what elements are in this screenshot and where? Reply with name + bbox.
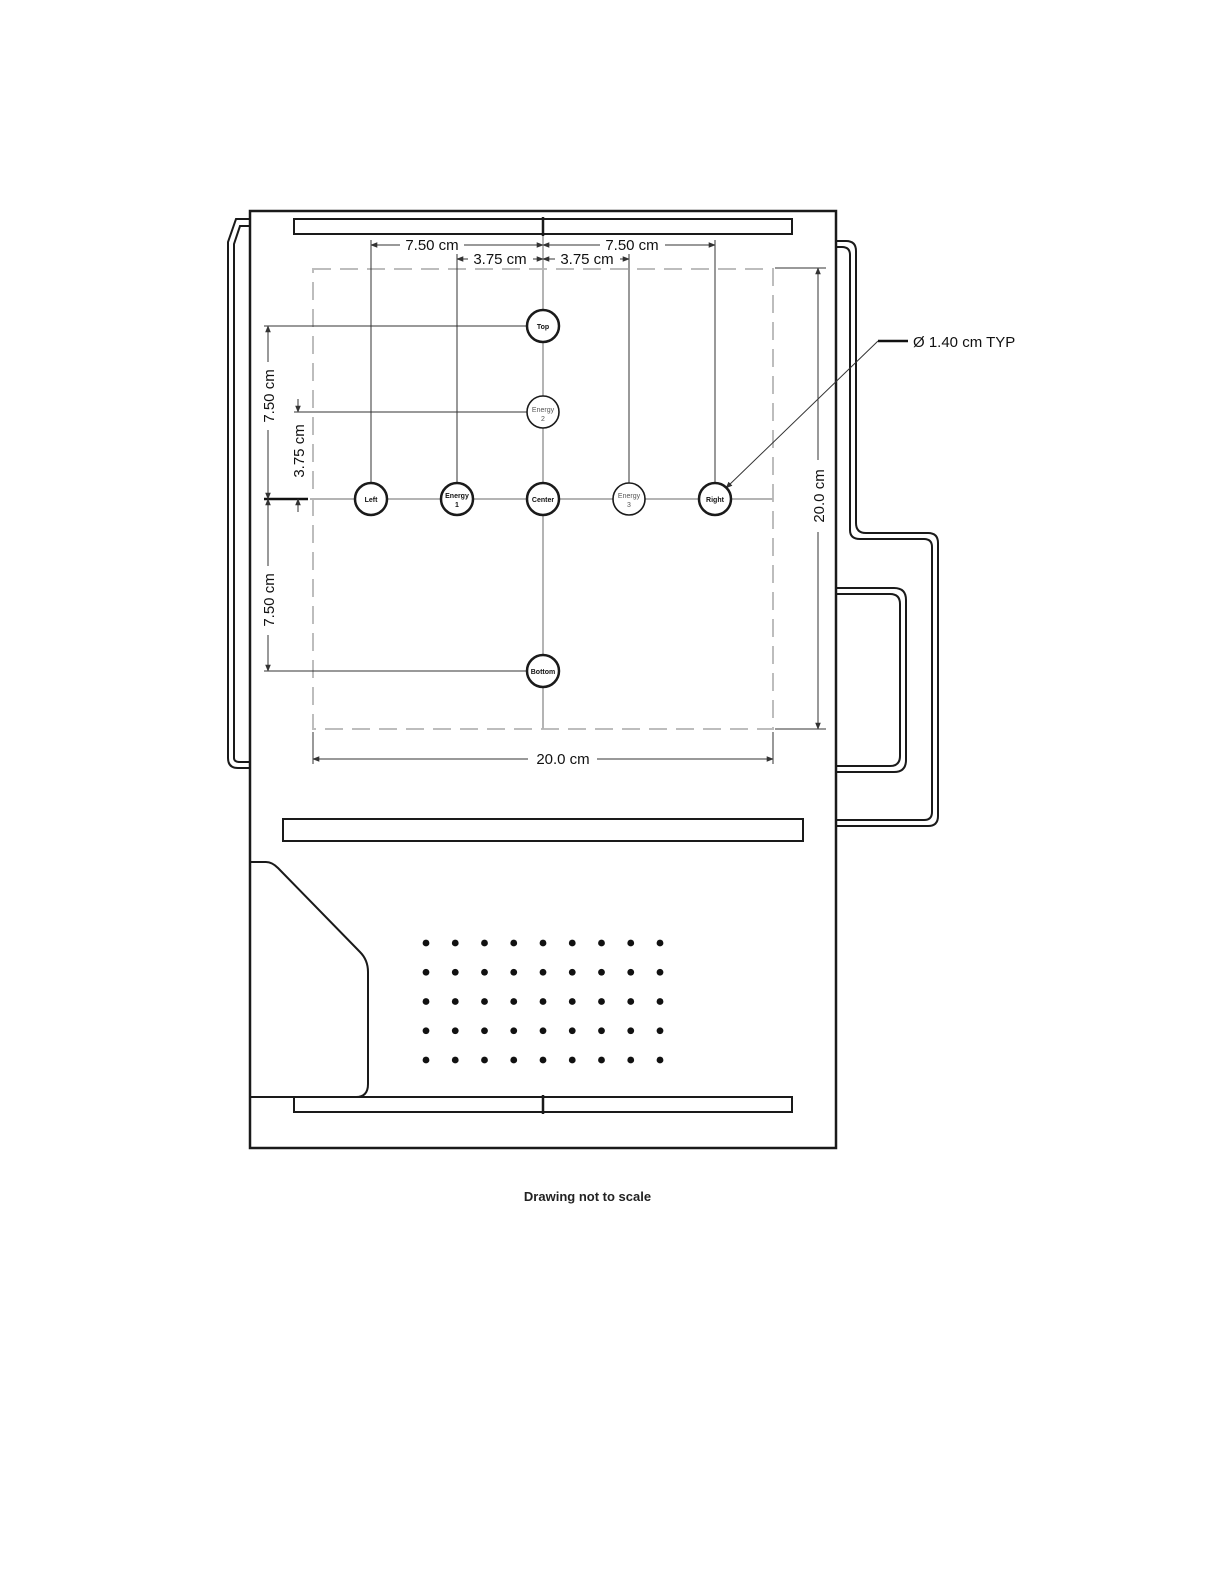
vent-hole xyxy=(423,998,430,1005)
vent-hole xyxy=(598,940,605,947)
dim-top-right-inner: 3.75 cm xyxy=(560,251,613,268)
vent-hole xyxy=(452,940,459,947)
marker-top: Top xyxy=(527,310,559,342)
dim-field-height: 20.0 cm xyxy=(811,469,828,522)
vent-hole xyxy=(540,998,547,1005)
vent-hole xyxy=(540,1027,547,1034)
device-outline xyxy=(228,211,938,1148)
vent-hole xyxy=(598,969,605,976)
marker-energy-2: Energy 2 xyxy=(527,396,559,428)
vent-hole-grid xyxy=(423,940,664,1064)
vent-hole xyxy=(540,969,547,976)
svg-text:Center: Center xyxy=(532,497,554,504)
dim-top-left-inner: 3.75 cm xyxy=(473,251,526,268)
vent-hole xyxy=(598,1057,605,1064)
vent-hole xyxy=(657,1057,664,1064)
vent-hole xyxy=(452,1057,459,1064)
vent-hole xyxy=(481,940,488,947)
vent-hole xyxy=(423,940,430,947)
vent-hole xyxy=(452,1027,459,1034)
vent-hole xyxy=(569,1057,576,1064)
marker-right: Right xyxy=(699,483,731,515)
svg-text:Bottom: Bottom xyxy=(531,669,556,676)
vent-hole xyxy=(627,940,634,947)
vent-hole xyxy=(598,998,605,1005)
vent-hole xyxy=(657,940,664,947)
vent-hole xyxy=(627,1027,634,1034)
vent-hole xyxy=(481,1027,488,1034)
vent-hole xyxy=(510,998,517,1005)
dim-field-width: 20.0 cm xyxy=(536,751,589,768)
vent-hole xyxy=(481,969,488,976)
vent-hole xyxy=(540,1057,547,1064)
vent-hole xyxy=(569,969,576,976)
dim-top-left-outer: 7.50 cm xyxy=(405,237,458,254)
dim-left-lower: 7.50 cm xyxy=(261,573,278,626)
vent-hole xyxy=(540,940,547,947)
vent-hole xyxy=(657,969,664,976)
vent-hole xyxy=(627,969,634,976)
svg-text:Energy: Energy xyxy=(618,493,641,500)
svg-text:3: 3 xyxy=(627,502,631,509)
dim-left-upper-inner: 3.75 cm xyxy=(291,424,308,477)
vent-hole xyxy=(423,1057,430,1064)
svg-text:1: 1 xyxy=(455,502,459,509)
marker-left: Left xyxy=(355,483,387,515)
vent-hole xyxy=(510,940,517,947)
vent-hole xyxy=(657,1027,664,1034)
vent-hole xyxy=(510,969,517,976)
dim-left-upper-outer: 7.50 cm xyxy=(261,369,278,422)
marker-energy-1: Energy 1 xyxy=(441,483,473,515)
vent-hole xyxy=(481,1057,488,1064)
vent-hole xyxy=(627,998,634,1005)
vent-hole xyxy=(598,1027,605,1034)
svg-text:Top: Top xyxy=(537,324,549,331)
marker-bottom: Bottom xyxy=(527,655,559,687)
svg-text:Right: Right xyxy=(706,497,725,504)
marker-center: Center xyxy=(527,483,559,515)
marker-energy-3: Energy 3 xyxy=(613,483,645,515)
svg-text:Left: Left xyxy=(365,497,379,504)
vent-hole xyxy=(627,1057,634,1064)
vent-hole xyxy=(510,1057,517,1064)
vent-hole xyxy=(452,969,459,976)
vent-hole xyxy=(569,940,576,947)
vent-hole xyxy=(452,998,459,1005)
vent-hole xyxy=(481,998,488,1005)
vent-hole xyxy=(569,998,576,1005)
vent-hole xyxy=(423,969,430,976)
vent-hole xyxy=(510,1027,517,1034)
vent-hole xyxy=(569,1027,576,1034)
svg-text:Energy: Energy xyxy=(445,493,469,500)
drawing-caption: Drawing not to scale xyxy=(0,1189,1175,1204)
svg-text:Energy: Energy xyxy=(532,407,555,414)
vent-hole xyxy=(657,998,664,1005)
vent-hole xyxy=(423,1027,430,1034)
svg-text:2: 2 xyxy=(541,416,545,423)
dim-diameter-callout: Ø 1.40 cm TYP xyxy=(913,334,1015,351)
